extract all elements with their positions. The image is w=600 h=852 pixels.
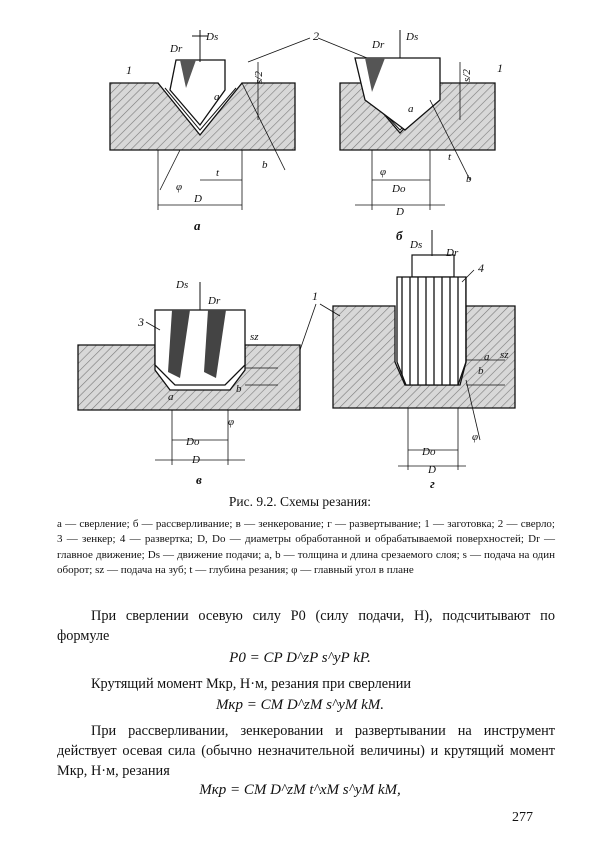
label-Ds-b: Ds bbox=[405, 31, 418, 43]
label-3: 3 bbox=[137, 315, 144, 329]
label-a-a: a bbox=[214, 91, 220, 103]
label-t-b: t bbox=[448, 151, 452, 163]
subfigure-b: 1 Dr Ds s/2 a b t φ Do D б bbox=[339, 30, 503, 243]
label-phi-g: φ bbox=[472, 431, 478, 443]
label-s2-b: s/2 bbox=[461, 69, 473, 82]
label-D-a: D bbox=[193, 193, 202, 205]
paragraph-1: При сверлении осевую силу P0 (силу подач… bbox=[57, 608, 555, 644]
label-phi-v: φ bbox=[228, 416, 234, 428]
label-Ds-v: Ds bbox=[175, 279, 188, 291]
figure-legend: а — сверление; б — рассверливание; в — з… bbox=[57, 518, 555, 576]
subfigure-label-b: б bbox=[396, 228, 403, 243]
label-D0-b: Do bbox=[391, 183, 406, 195]
label-D0-g: Do bbox=[421, 446, 436, 458]
label-sz-g: sz bbox=[500, 349, 509, 361]
label-Dr-v: Dr bbox=[207, 295, 221, 307]
label-Dr-g: Dr bbox=[445, 247, 459, 259]
subfigure-v: 3 Ds Dr sz b a φ Do D в bbox=[77, 279, 301, 487]
label-Dr-a: Dr bbox=[169, 43, 183, 55]
label-phi-a: φ bbox=[176, 181, 182, 193]
formula-2: Mкр = CM D^zM s^yM kM. bbox=[215, 697, 385, 713]
paragraph-2: Крутящий момент Mкр, Н·м, резания при св… bbox=[91, 676, 412, 692]
label-Dr-b: Dr bbox=[371, 39, 385, 51]
label-Ds-a: Ds bbox=[205, 31, 218, 43]
label-2: 2 bbox=[313, 29, 319, 43]
figure-caption: Рис. 9.2. Схемы резания: bbox=[228, 494, 372, 509]
label-b-g: b bbox=[478, 365, 484, 377]
label-b-v: b bbox=[236, 383, 242, 395]
label-4: 4 bbox=[478, 261, 484, 275]
subfigure-a: 1 2 Dr Ds s/2 a b t φ D а bbox=[109, 29, 373, 233]
subfigure-label-g: г bbox=[430, 476, 435, 491]
label-sz-v: sz bbox=[250, 331, 259, 343]
label-s2-a: s/2 bbox=[253, 71, 265, 84]
formula-3: Mкр = CM D^zM t^xM s^yM kM, bbox=[199, 782, 401, 798]
label-t-a: t bbox=[216, 167, 220, 179]
label-a-g: a bbox=[484, 351, 490, 363]
label-phi-b: φ bbox=[380, 166, 386, 178]
paragraph-3: При рассверливании, зенкеровании и разве… bbox=[57, 723, 555, 779]
subfigure-label-a: а bbox=[194, 218, 201, 233]
label-a-v: a bbox=[168, 391, 174, 403]
formula-1: P0 = CP D^zP s^yP kP. bbox=[229, 650, 371, 666]
label-D-v: D bbox=[191, 454, 200, 466]
label-b-b: b bbox=[466, 173, 472, 185]
subfigure-label-v: в bbox=[196, 472, 202, 487]
label-Ds-g: Ds bbox=[409, 239, 422, 251]
page-number: 277 bbox=[512, 810, 533, 825]
label-D-b: D bbox=[395, 206, 404, 218]
label-a-b: a bbox=[408, 103, 414, 115]
label-1-vg: 1 bbox=[312, 289, 318, 303]
label-1-b: 1 bbox=[497, 61, 503, 75]
figure-9-2: 1 2 Dr Ds s/2 a b t φ D а 1 bbox=[77, 29, 516, 491]
label-D-g: D bbox=[427, 464, 436, 476]
label-1-a: 1 bbox=[126, 63, 132, 77]
label-b-a: b bbox=[262, 159, 268, 171]
subfigure-g: 4 1 Ds Dr sz b a φ Do D г bbox=[299, 230, 516, 491]
label-D0-v: Do bbox=[185, 436, 200, 448]
